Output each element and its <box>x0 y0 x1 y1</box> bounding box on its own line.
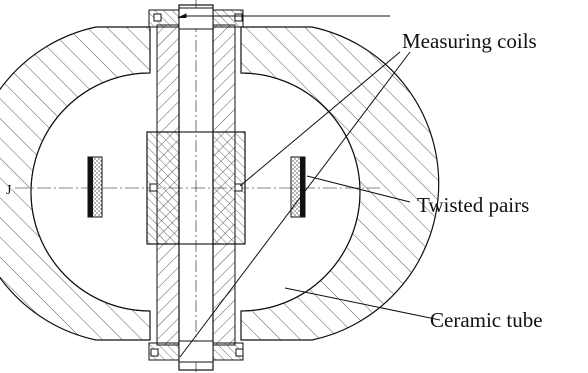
inner-cavity-outline <box>30 72 361 312</box>
leader-lines <box>177 13 441 358</box>
ceramic-mass-left <box>0 26 151 341</box>
bottom-flange <box>148 340 244 363</box>
ceramic-mass-right <box>240 26 440 341</box>
left-edge-mark: J <box>6 183 12 198</box>
label-ceramic-tube: Ceramic tube <box>430 308 543 332</box>
twisted-pair-right <box>290 156 306 218</box>
coil-marker-right <box>234 183 243 192</box>
top-flange <box>148 7 244 30</box>
label-measuring-coils: Measuring coils <box>402 29 537 53</box>
coil-marker-left <box>149 183 158 192</box>
twisted-pair-left <box>87 156 103 218</box>
label-twisted-pairs: Twisted pairs <box>417 193 529 217</box>
